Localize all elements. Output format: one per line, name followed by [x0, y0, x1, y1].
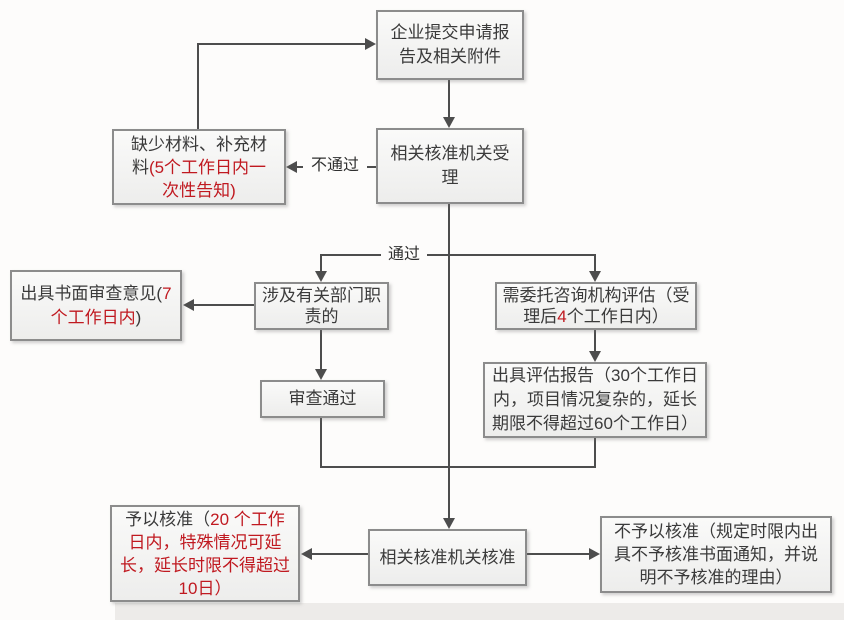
- node-approval-granted: 予以核准（20 个工作日内，特殊情况可延长，延长时限不得超过10日）: [110, 505, 300, 602]
- connector-line-split-dept: [320, 254, 322, 272]
- arrowhead-down-report: [589, 351, 601, 362]
- node-missing-materials-deadline: (5个工作日内一次性告知): [148, 157, 267, 200]
- connector-line-submit-accept: [448, 80, 450, 118]
- connector-line-missing-to-submit: [197, 43, 365, 45]
- node-written-opinion: 出具书面审查意见(7个工作日内): [10, 270, 182, 341]
- connector-line-center-vertical: [448, 204, 450, 519]
- node-submit-application: 企业提交申请报告及相关附件: [376, 10, 524, 80]
- arrowhead-left-written: [183, 299, 194, 311]
- node-approval-granted-text: 予以核准（: [125, 509, 211, 529]
- connector-line-junction-horizontal: [320, 466, 596, 468]
- connector-line-dept-review: [320, 330, 322, 370]
- node-approval-denied-text: 不予以核准（规定时限内出具不予核准书面通知，并说明不予核准的理由）: [614, 522, 818, 587]
- arrowhead-left-grant: [301, 548, 312, 560]
- paren-open: (: [156, 283, 163, 303]
- node-missing-materials: 缺少材料、补充材料(5个工作日内一次性告知): [112, 129, 286, 205]
- node-department-duties: 涉及有关部门职责的: [254, 282, 389, 330]
- connector-line-approve-grant: [311, 553, 368, 555]
- node-evaluation-report: 出具评估报告（30个工作日内，项目情况复杂的，延长期限不得超过60个工作日）: [483, 362, 707, 438]
- node-written-opinion-text: 出具书面审查意见: [20, 283, 157, 303]
- node-written-opinion-deadline: 7个工作日内: [50, 283, 172, 327]
- arrowhead-right-deny: [589, 548, 600, 560]
- node-approval-denied: 不予以核准（规定时限内出具不予核准书面通知，并说明不予核准的理由）: [600, 516, 832, 593]
- connector-line-approve-deny: [527, 553, 589, 555]
- arrowhead-right-submit: [365, 38, 376, 50]
- arrowhead-left-missing: [286, 161, 297, 173]
- connector-line-split-consult: [594, 254, 596, 272]
- node-evaluation-report-text: 出具评估报告（30个工作日内，项目情况复杂的，延长期限不得超过60个工作日）: [492, 366, 698, 433]
- background-strip: [115, 603, 844, 620]
- node-review-passed-text: 审查通过: [288, 389, 357, 408]
- arrowhead-down-review: [315, 369, 327, 380]
- connector-line-report-junction: [594, 438, 596, 468]
- arrowhead-down-accept: [443, 117, 455, 128]
- edge-label-fail: 不通过: [303, 156, 367, 176]
- node-consulting-evaluation-text: 需委托咨询机构评估（受理后: [502, 286, 690, 326]
- node-consulting-evaluation: 需委托咨询机构评估（受理后4个工作日内）: [495, 282, 697, 330]
- connector-line-pass-horizontal: [320, 254, 596, 256]
- node-approval-granted-deadline: 20 个工作日内，特殊情况可延长，延长时限不得超过10日）: [120, 509, 290, 598]
- node-missing-materials-text: 缺少材料、补充材料: [131, 134, 267, 177]
- edge-label-pass: 通过: [381, 245, 427, 265]
- connector-line-consult-report: [594, 330, 596, 352]
- node-consulting-evaluation-days: 4: [557, 307, 567, 326]
- paren-close: ): [135, 307, 142, 327]
- node-submit-application-text: 企业提交申请报告及相关附件: [390, 23, 510, 66]
- node-review-passed: 审查通过: [260, 380, 385, 418]
- node-authority-approval-text: 相关核准机关核准: [379, 547, 516, 567]
- node-consulting-evaluation-text-end: 个工作日内）: [566, 307, 669, 326]
- arrowhead-down-dept: [315, 271, 327, 282]
- arrowhead-down-approve: [443, 518, 455, 529]
- connector-line-dept-written: [193, 304, 254, 306]
- connector-line-missing-up: [197, 43, 199, 129]
- node-authority-acceptance: 相关核准机关受理: [376, 128, 524, 204]
- arrowhead-down-consult: [589, 271, 601, 282]
- connector-line-review-junction: [320, 418, 322, 468]
- node-department-duties-text: 涉及有关部门职责的: [262, 286, 381, 326]
- node-authority-approval: 相关核准机关核准: [368, 529, 527, 586]
- node-authority-acceptance-text: 相关核准机关受理: [390, 144, 510, 187]
